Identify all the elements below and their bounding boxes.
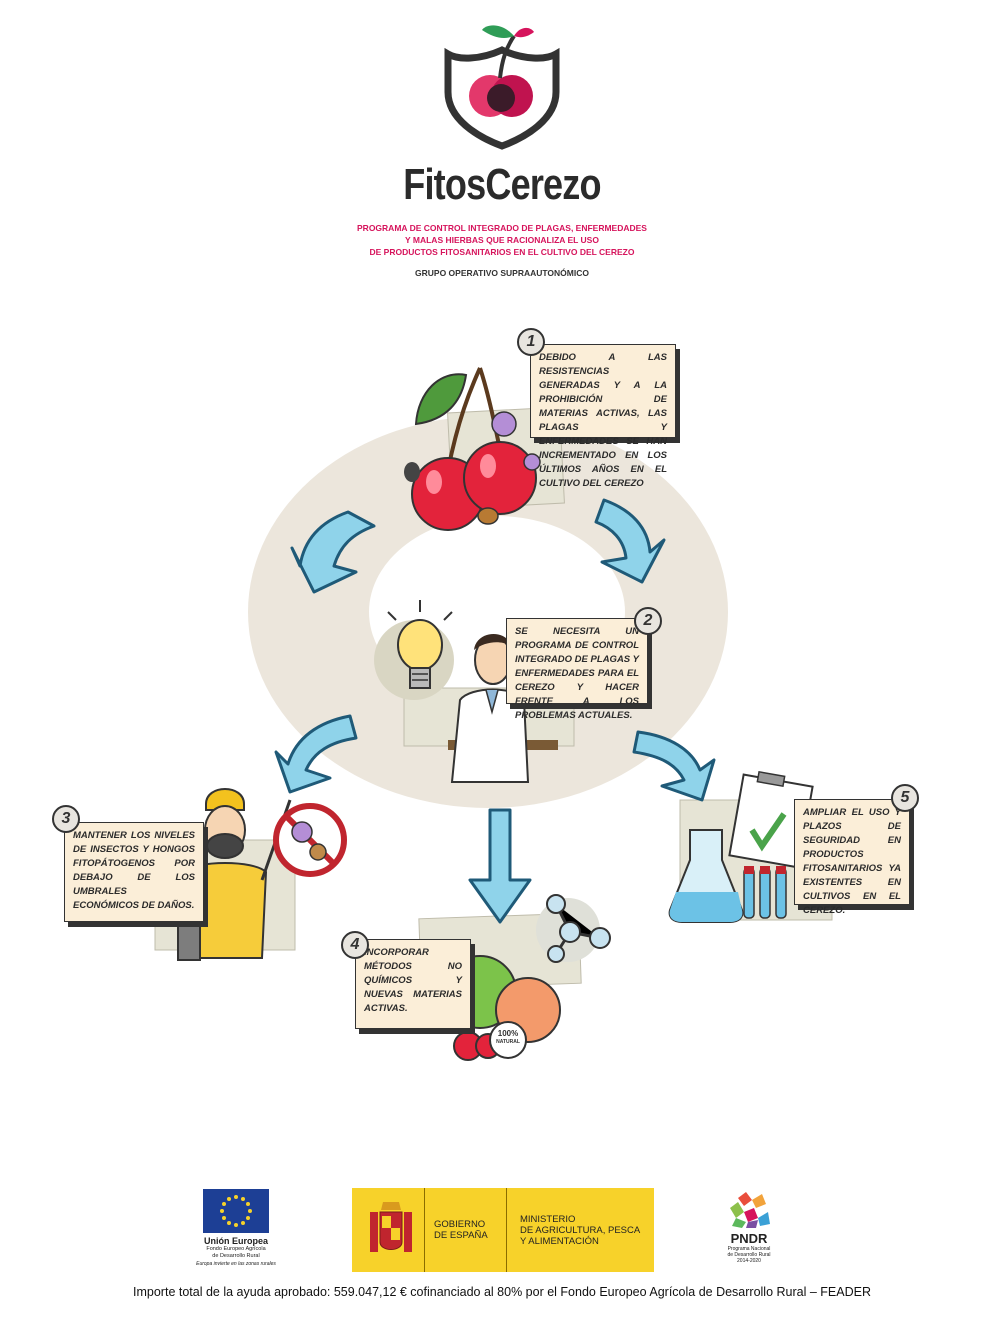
arrow-to-2 — [594, 498, 666, 584]
brand-title: FitosCerezo — [403, 160, 601, 209]
step-1-note: Debido a las resistencias generadas y a … — [530, 344, 676, 489]
natural-badge-percent: 100% — [497, 1029, 519, 1038]
eu-sub1: Fondo Europeo Agrícola — [206, 1246, 266, 1252]
eu-sub2: de Desarrollo Rural — [212, 1253, 260, 1259]
lightbulb-icon — [374, 600, 454, 700]
arrow-to-step3-figure — [274, 714, 358, 794]
pndr-sub2: de Desarrollo Rural — [727, 1252, 771, 1258]
pndr-years: 2014-2020 — [737, 1258, 761, 1264]
min-line-3: Y ALIMENTACIÓN — [520, 1236, 599, 1247]
min-line-2: DE AGRICULTURA, PESCA — [520, 1225, 641, 1236]
molecule-icon — [536, 894, 611, 963]
eu-motto: Europa invierte en las zonas rurales — [196, 1261, 276, 1267]
arrow-to-step5 — [632, 730, 716, 802]
subtitle-line-3: DE PRODUCTOS FITOSANITARIOS EN EL CULTIV… — [369, 247, 635, 257]
lab-flask-icon — [668, 770, 814, 923]
step-3-note: Mantener los niveles de insectos y hongo… — [64, 822, 204, 922]
sprayer-worker-figure — [177, 788, 347, 961]
brand-subtitle: PROGRAMA DE CONTROL INTEGRADO DE PLAGAS,… — [0, 222, 1004, 258]
group-label: GRUPO OPERATIVO SUPRAAUTONÓMICO — [415, 268, 589, 278]
natural-badge: 100% NATURAL — [490, 1030, 526, 1046]
scientist-figure — [448, 633, 558, 783]
pndr-title: PNDR — [730, 1231, 768, 1246]
step-4-badge: 4 — [341, 931, 369, 959]
ministerio-text: MINISTERIO DE AGRICULTURA, PESCA Y ALIME… — [520, 1214, 640, 1247]
pndr-icon — [730, 1192, 770, 1228]
eu-flag-icon — [203, 1189, 269, 1233]
eu-title: Unión Europea — [203, 1236, 268, 1246]
step-2-note: Se necesita un programa de control integ… — [506, 618, 648, 721]
step-5-note: Ampliar el uso y plazos de seguridad en … — [794, 799, 910, 916]
step-5-badge: 5 — [891, 784, 919, 812]
gobierno-text: GOBIERNO DE ESPAÑA — [434, 1219, 488, 1241]
cherries-icon — [404, 367, 541, 531]
subtitle-line-1: PROGRAMA DE CONTROL INTEGRADO DE PLAGAS,… — [357, 223, 647, 233]
arrow-to-3 — [290, 510, 376, 594]
cycle-illustration — [154, 367, 833, 1061]
subtitle-line-2: Y MALAS HIERBAS QUE RACIONALIZA EL USO — [405, 235, 599, 245]
fitoscerezo-logo-icon — [444, 25, 560, 150]
step-4-note: Incorporar métodos no químicos y nuevas … — [355, 939, 471, 1029]
min-line-1: MINISTERIO — [520, 1214, 576, 1225]
pndr-text: PNDR Programa Nacional de Desarrollo Rur… — [712, 1231, 786, 1265]
step-2-badge: 2 — [634, 607, 662, 635]
coat-of-arms-icon — [370, 1202, 412, 1252]
gobierno-logo: GOBIERNO DE ESPAÑA MINISTERIO DE AGRICUL… — [352, 1188, 654, 1272]
funding-statement: Importe total de la ayuda aprobado: 559.… — [133, 1285, 871, 1299]
step-1-badge: 1 — [517, 328, 545, 356]
pndr-sub1: Programa Nacional — [727, 1246, 771, 1252]
eu-logo-text: Unión Europea Fondo Europeo Agrícola de … — [180, 1236, 292, 1268]
gob-line-2: DE ESPAÑA — [434, 1230, 488, 1241]
step-3-badge: 3 — [52, 805, 80, 833]
natural-badge-label: NATURAL — [496, 1039, 520, 1045]
arrow-to-step4 — [468, 808, 532, 924]
gob-line-1: GOBIERNO — [434, 1219, 486, 1230]
